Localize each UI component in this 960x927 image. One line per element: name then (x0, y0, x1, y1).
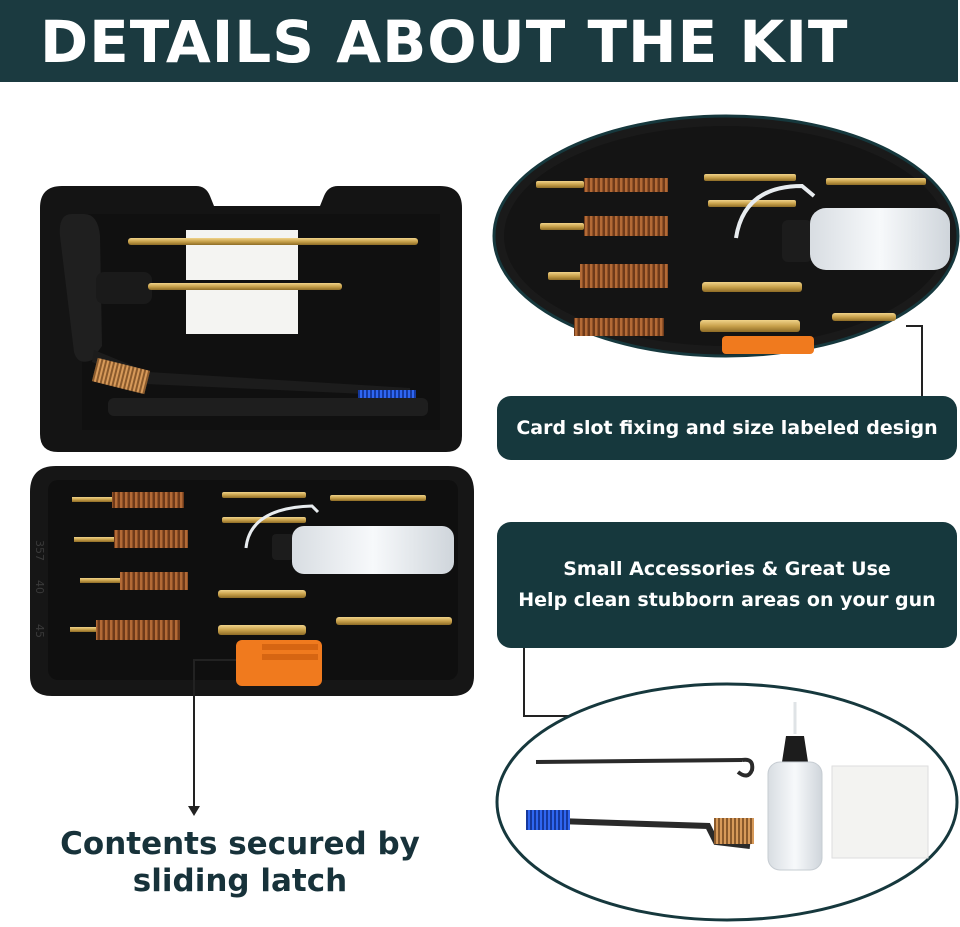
card-slot-callout: Card slot fixing and size labeled design (497, 396, 957, 460)
slot-label: 40 (33, 580, 46, 594)
page-title: DETAILS ABOUT THE KIT (40, 8, 849, 76)
accessories-pointer-line (523, 648, 580, 717)
cleaning-patch (831, 765, 929, 859)
cleaning-patch (186, 230, 298, 280)
latch-caption-line-1: Contents secured by (60, 826, 420, 862)
copper-brush-head (91, 357, 151, 395)
brass-rod (128, 238, 418, 245)
slot-label: 45 (33, 624, 46, 638)
card-slot-text: Card slot fixing and size labeled design (516, 417, 938, 439)
latch-caption: Contents secured by sliding latch (40, 826, 440, 900)
zoom-slots-ellipse (492, 114, 960, 358)
needle-oil-bottle (767, 702, 823, 871)
accessories-line-1: Small Accessories & Great Use (563, 558, 891, 580)
card-slot-pointer-line (906, 325, 923, 396)
case-lid (40, 186, 462, 452)
case-base: 357 40 45 (30, 466, 474, 696)
brass-jag-set (218, 492, 452, 635)
pick-tool (535, 757, 755, 778)
oil-bottle (244, 504, 454, 574)
bronze-brush-set (70, 492, 188, 640)
latch-pointer-line (193, 659, 236, 808)
t-handle (59, 214, 102, 362)
accessories-callout: Small Accessories & Great Use Help clean… (497, 522, 957, 648)
accessories-line-2: Help clean stubborn areas on your gun (518, 589, 936, 611)
nylon-brush (526, 810, 754, 849)
accessories-ellipse (495, 682, 959, 922)
sliding-latch (236, 640, 322, 686)
header-banner: DETAILS ABOUT THE KIT (0, 0, 958, 82)
slot-label: 357 (33, 540, 46, 561)
latch-caption-line-2: sliding latch (132, 863, 348, 899)
